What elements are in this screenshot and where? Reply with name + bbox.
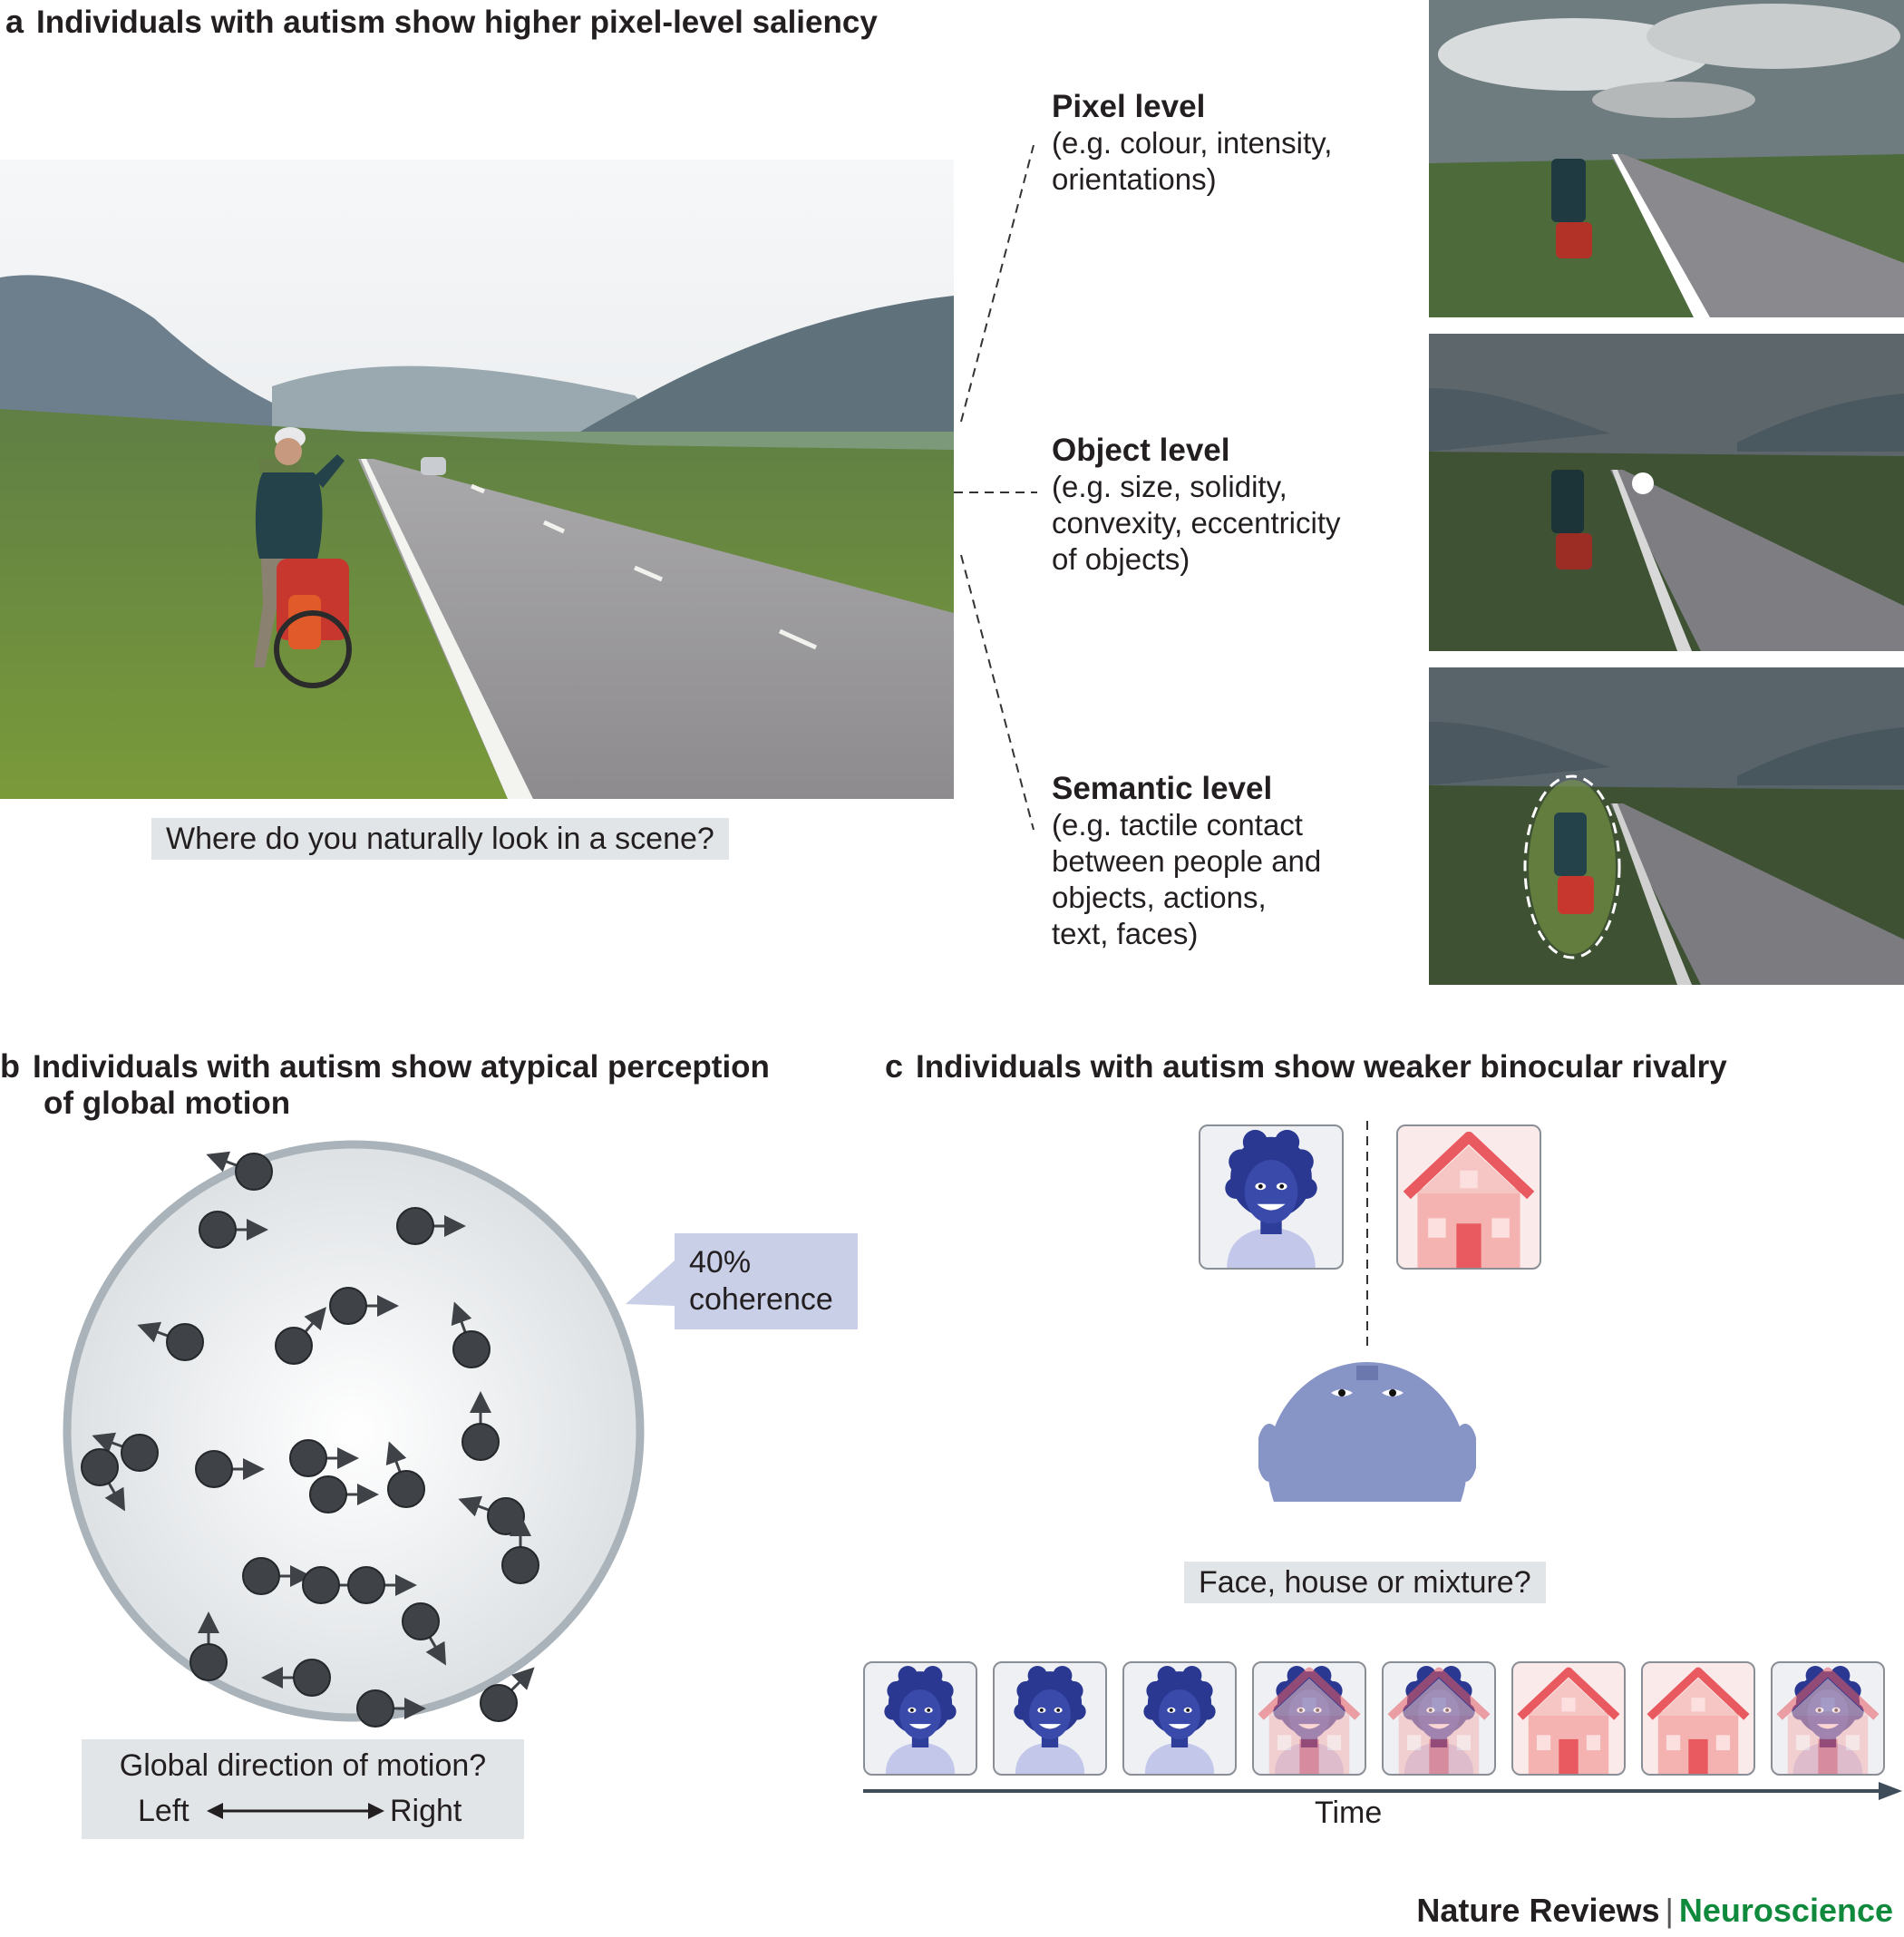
level-connectors (954, 145, 1037, 831)
percept-frame-mixture (1252, 1661, 1366, 1776)
motion-dot (242, 1557, 280, 1595)
percept-frame-mixture (1771, 1661, 1885, 1776)
coherence-callout: 40% coherence (675, 1233, 858, 1329)
motion-dot (487, 1497, 525, 1535)
rivalry-question: Face, house or mixture? (1184, 1562, 1546, 1603)
right-eye-house-image (1396, 1124, 1541, 1270)
level-object-title: Object level (1052, 433, 1230, 468)
motion-dot (195, 1450, 233, 1488)
face-icon (1014, 1666, 1086, 1774)
left-right-arrow-icon (207, 1803, 384, 1819)
motion-question: Global direction of motion? (119, 1748, 487, 1783)
motion-question-box: Global direction of motion? Left Right (82, 1739, 524, 1839)
motion-dot (396, 1207, 434, 1245)
panel-a-heading-text: Individuals with autism show higher pixe… (36, 5, 878, 40)
level-pixel-desc: (e.g. colour, intensity, orientations) (1052, 126, 1333, 196)
motion-dot (121, 1434, 159, 1472)
motion-dot (347, 1566, 385, 1604)
face-icon (1143, 1666, 1216, 1774)
house-icon (1513, 1663, 1624, 1774)
panel-b-letter: b (0, 1047, 20, 1085)
motion-dot (302, 1566, 340, 1604)
mixture-icon (1384, 1666, 1494, 1774)
percept-frame-house (1641, 1661, 1755, 1776)
direction-right: Right (390, 1794, 462, 1828)
motion-dot (275, 1327, 313, 1365)
motion-dot (329, 1287, 367, 1325)
percept-sequence (863, 1661, 1904, 1776)
percept-frame-mixture (1382, 1661, 1496, 1776)
panel-c-heading: c Individuals with autism show weaker bin… (885, 1048, 1727, 1085)
motion-dot (289, 1439, 327, 1477)
percept-frame-face (863, 1661, 977, 1776)
motion-dot (402, 1602, 440, 1640)
observer-head-diagram (1258, 1121, 1476, 1502)
motion-dot (480, 1684, 518, 1722)
motion-dots (81, 1151, 539, 1728)
direction-left: Left (138, 1794, 189, 1828)
level-object-desc: (e.g. size, solidity, convexity, eccentr… (1052, 470, 1341, 576)
motion-stimulus (63, 1140, 645, 1728)
mixture-icon (1773, 1666, 1883, 1774)
motion-dot (461, 1423, 500, 1461)
semantic-level-map (1429, 667, 1904, 985)
level-pixel-title: Pixel level (1052, 89, 1206, 124)
head-icon (1268, 1362, 1467, 1502)
motion-dot (81, 1448, 119, 1486)
callout-pointer (626, 1261, 675, 1306)
motion-dot (293, 1659, 331, 1697)
level-pixel: Pixel level (e.g. colour, intensity, ori… (1052, 89, 1332, 198)
panel-b-heading-line2: of global motion (44, 1085, 291, 1121)
face-icon (884, 1666, 957, 1774)
house-icon (1643, 1663, 1753, 1774)
panel-a-letter: a (5, 3, 24, 40)
motion-dot (235, 1153, 273, 1191)
motion-dot (309, 1475, 347, 1514)
panel-c-heading-text: Individuals with autism show weaker bino… (916, 1049, 1727, 1085)
scene-photo (0, 160, 954, 799)
left-eye-face-image (1199, 1124, 1344, 1270)
motion-dot (199, 1211, 237, 1249)
credit-separator: | (1665, 1892, 1674, 1929)
percept-frame-house (1511, 1661, 1626, 1776)
panel-b-heading-line1: Individuals with autism show atypical pe… (33, 1049, 770, 1085)
object-level-map (1429, 334, 1904, 651)
level-semantic-title: Semantic level (1052, 771, 1273, 806)
stimulus-aperture (63, 1140, 645, 1722)
motion-dot (189, 1643, 228, 1681)
percept-frame-face (1122, 1661, 1237, 1776)
journal-credit: Nature Reviews|Neuroscience (1416, 1892, 1893, 1930)
time-label: Time (1315, 1796, 1383, 1830)
panel-a-heading: a Individuals with autism show higher pix… (5, 4, 878, 41)
level-semantic: Semantic level (e.g. tactile contact bet… (1052, 771, 1321, 952)
pixel-level-map (1429, 0, 1904, 317)
level-object: Object level (e.g. size, solidity, conve… (1052, 433, 1341, 578)
mixture-icon (1254, 1666, 1365, 1774)
panel-b-heading: b Individuals with autism show atypical p… (0, 1048, 770, 1122)
motion-dot (166, 1323, 204, 1361)
percept-frame-face (993, 1661, 1107, 1776)
motion-dot (387, 1470, 425, 1508)
connector-pixel (960, 145, 1035, 423)
motion-dot (356, 1689, 394, 1728)
panel-c-letter: c (885, 1047, 904, 1085)
journal-name: Neuroscience (1678, 1892, 1893, 1929)
publisher-name: Nature Reviews (1416, 1892, 1660, 1929)
motion-dot (501, 1546, 539, 1584)
scene-question: Where do you naturally look in a scene? (151, 818, 729, 860)
connector-semantic (960, 554, 1035, 831)
motion-dot (452, 1330, 491, 1368)
level-semantic-desc: (e.g. tactile contact between people and… (1052, 808, 1322, 950)
time-axis-arrow (863, 1782, 1902, 1800)
